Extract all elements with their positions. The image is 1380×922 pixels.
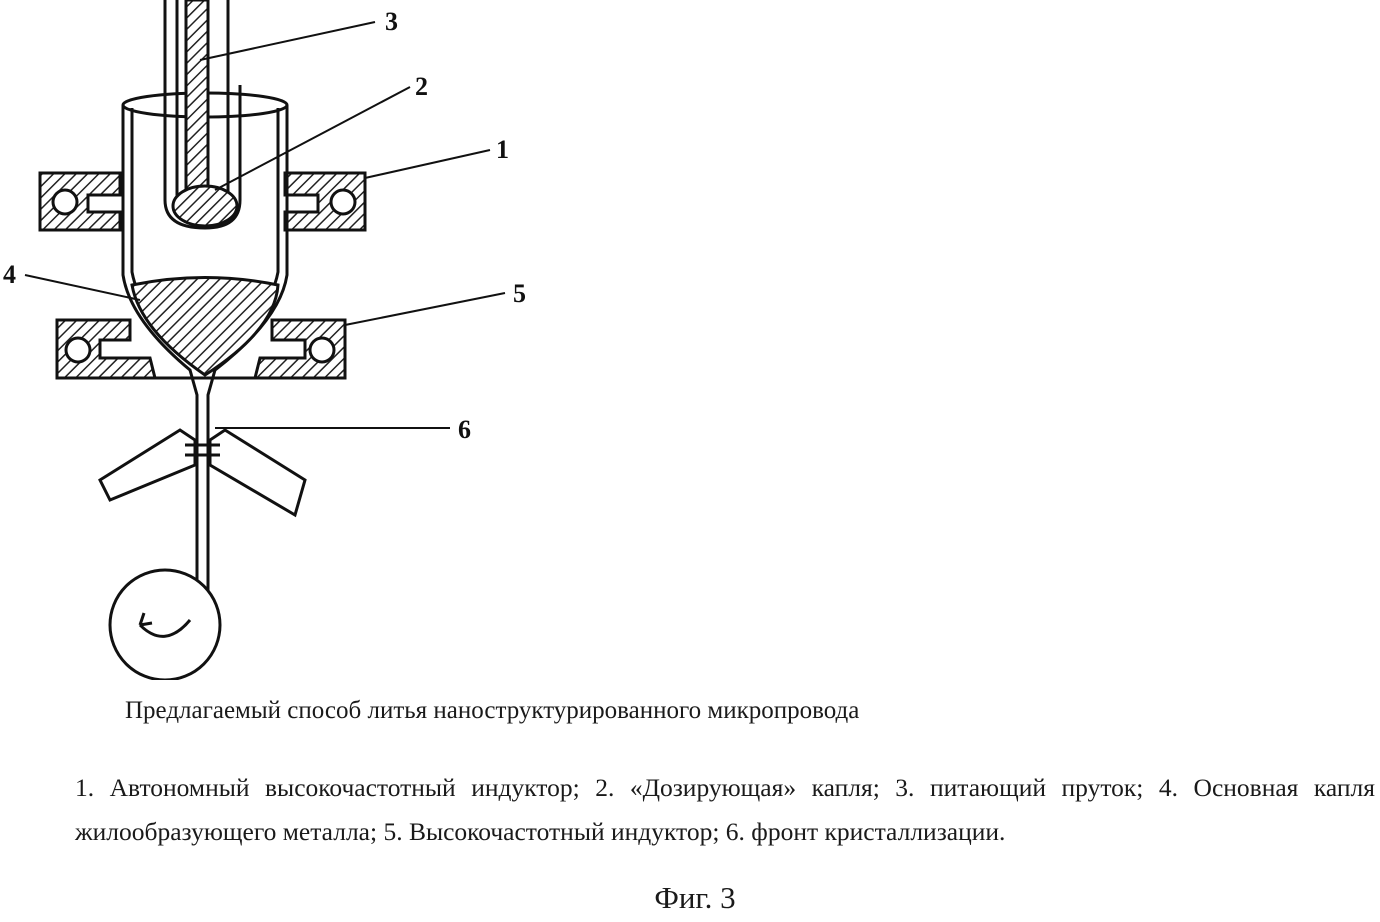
figure-caption: Предлагаемый способ литья наноструктурир… [125,697,859,725]
main-drop [132,278,278,376]
label-3: 3 [385,7,398,36]
label-6: 6 [458,415,471,444]
crystallization-front [100,430,305,515]
feed-rod [165,0,240,228]
casting-apparatus-diagram: 3 2 1 4 5 6 [0,0,1380,680]
take-up-reel [110,570,220,680]
label-5: 5 [513,279,526,308]
figure-legend: 1. Автономный высокочастотный индуктор; … [75,766,1375,854]
figure-label: Фиг. 3 [0,880,1380,916]
dosing-drop [173,186,237,226]
label-4: 4 [3,260,16,289]
label-1: 1 [496,135,509,164]
label-2: 2 [415,72,428,101]
